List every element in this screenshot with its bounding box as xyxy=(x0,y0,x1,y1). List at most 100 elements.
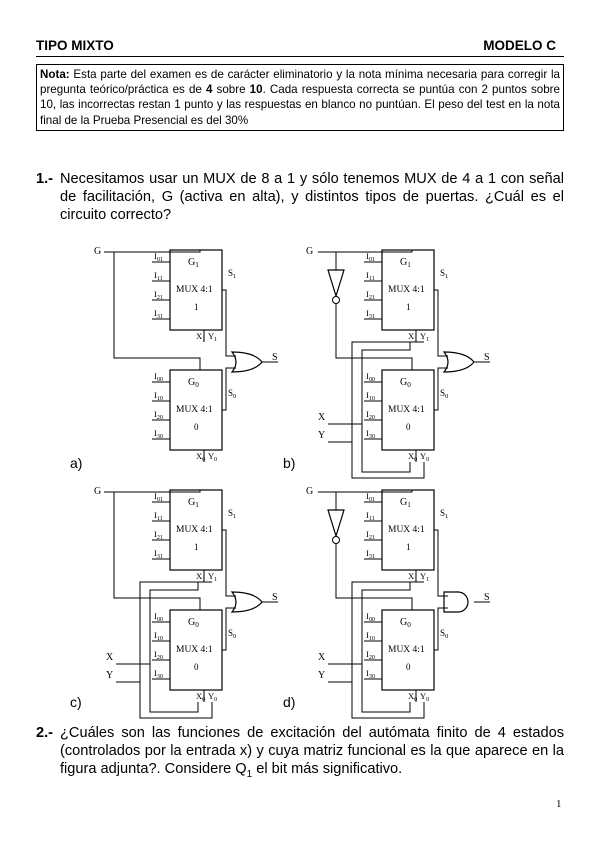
mux-input-label: I21 xyxy=(154,289,163,301)
note-text-3: . Cada respuesta correcta se puntúa con … xyxy=(40,83,560,127)
select-x-wire xyxy=(361,664,411,713)
top-output-wire xyxy=(434,289,448,357)
select-x-label: X xyxy=(318,652,326,663)
mux-select-x-label: X0 xyxy=(408,451,417,463)
mux-label: MUX 4:1 xyxy=(388,405,425,415)
mux-input-label: I30 xyxy=(366,428,375,440)
mux-enable-label: G0 xyxy=(188,617,199,629)
mux-input-label: I31 xyxy=(366,548,375,560)
mux-input-label: I20 xyxy=(154,409,163,421)
mux-label: MUX 4:1 xyxy=(176,525,213,535)
bottom-output-wire xyxy=(222,367,236,411)
or-gate xyxy=(230,351,263,373)
mux-select-x-label: X0 xyxy=(408,691,417,703)
mux-select-y-label: Y1 xyxy=(420,571,429,583)
mux-enable-label: G0 xyxy=(400,617,411,629)
mux-input-label: I11 xyxy=(154,270,163,282)
mux-index: 1 xyxy=(194,542,199,552)
mux-select-x-label: X1 xyxy=(196,331,205,343)
enable-wire xyxy=(104,250,201,253)
exam-header: TIPO MIXTO MODELO C xyxy=(36,36,564,57)
mux-input-label: I31 xyxy=(154,308,163,320)
select-x-wire xyxy=(328,342,411,425)
output-signal-label: S xyxy=(484,352,490,363)
select-x-label: X xyxy=(106,652,114,663)
question-2-text-2: el bit más significativo. xyxy=(252,761,403,777)
mux-select-x-label: X0 xyxy=(196,691,205,703)
inverter-gate xyxy=(327,509,345,539)
question-2-text: ¿Cuáles son las funciones de excitación … xyxy=(60,724,564,784)
mux-select-y-label: Y1 xyxy=(208,571,217,583)
inverter-bubble xyxy=(332,536,340,544)
mux-input-label: I10 xyxy=(366,390,375,402)
mux-input-label: I00 xyxy=(154,371,163,383)
mux-output-label: S0 xyxy=(228,388,236,400)
option-c-label: c) xyxy=(70,694,82,710)
mux-select-y-label: Y0 xyxy=(420,691,429,703)
mux-input-label: I31 xyxy=(154,548,163,560)
question-1-number: 1.- xyxy=(36,171,54,187)
mux-index: 0 xyxy=(194,662,199,672)
mux-input-label: I01 xyxy=(366,251,375,263)
enable-wire xyxy=(104,490,201,493)
enable-wire xyxy=(335,304,413,370)
mux-index: 1 xyxy=(194,302,199,312)
question-1-text: Necesitamos usar un MUX de 8 a 1 y sólo … xyxy=(60,171,564,223)
select-x-wire xyxy=(116,582,199,665)
and-gate xyxy=(443,591,469,613)
enable-signal-label: G xyxy=(94,486,101,497)
select-x-wire xyxy=(361,424,411,473)
bottom-output-wire xyxy=(222,607,236,651)
mux-label: MUX 4:1 xyxy=(176,285,213,295)
mux-enable-label: G1 xyxy=(188,497,199,509)
mux-select-y-label: Y1 xyxy=(208,331,217,343)
select-x-wire xyxy=(328,582,411,665)
option-d-label: d) xyxy=(283,694,296,710)
mux-input-label: I11 xyxy=(154,510,163,522)
note-label: Nota: xyxy=(40,68,70,81)
mux-output-label: S0 xyxy=(228,628,236,640)
select-y-label: Y xyxy=(106,670,113,681)
select-x-label: X xyxy=(318,412,326,423)
question-1: 1.- Necesitamos usar un MUX de 8 a 1 y s… xyxy=(36,170,564,224)
note-text-2: sobre xyxy=(212,83,250,97)
mux-select-x-label: X0 xyxy=(196,451,205,463)
mux-index: 1 xyxy=(406,302,411,312)
mux-input-label: I00 xyxy=(154,611,163,623)
mux-input-label: I00 xyxy=(366,611,375,623)
exam-model: MODELO C xyxy=(483,38,556,53)
bottom-output-wire xyxy=(434,367,448,411)
mux-input-label: I01 xyxy=(366,491,375,503)
question-2-sub: 1 xyxy=(246,768,253,780)
mux-label: MUX 4:1 xyxy=(388,645,425,655)
enable-signal-label: G xyxy=(94,246,101,257)
select-y-label: Y xyxy=(318,670,325,681)
note-max-grade: 10 xyxy=(249,83,263,97)
enable-signal-label: G xyxy=(306,246,313,257)
mux-select-y-label: Y0 xyxy=(208,691,217,703)
mux-input-label: I10 xyxy=(154,390,163,402)
mux-output-label: S1 xyxy=(228,508,236,520)
select-y-wire xyxy=(351,442,425,479)
mux-input-label: I20 xyxy=(366,409,375,421)
enable-wire xyxy=(113,252,201,370)
select-x-wire xyxy=(149,664,199,713)
note-min-grade: 4 xyxy=(205,83,213,97)
enable-signal-label: G xyxy=(306,486,313,497)
bottom-output-wire xyxy=(434,607,448,651)
mux-select-x-label: X1 xyxy=(408,571,417,583)
question-2-number: 2.- xyxy=(36,725,54,741)
mux-input-label: I21 xyxy=(154,529,163,541)
mux-input-label: I20 xyxy=(154,649,163,661)
mux-label: MUX 4:1 xyxy=(388,525,425,535)
output-signal-label: S xyxy=(484,592,490,603)
mux-enable-label: G1 xyxy=(400,257,411,269)
mux-select-y-label: Y1 xyxy=(420,331,429,343)
enable-wire xyxy=(335,544,413,610)
top-output-wire xyxy=(434,529,448,597)
mux-input-label: I10 xyxy=(154,630,163,642)
enable-wire xyxy=(318,490,413,493)
